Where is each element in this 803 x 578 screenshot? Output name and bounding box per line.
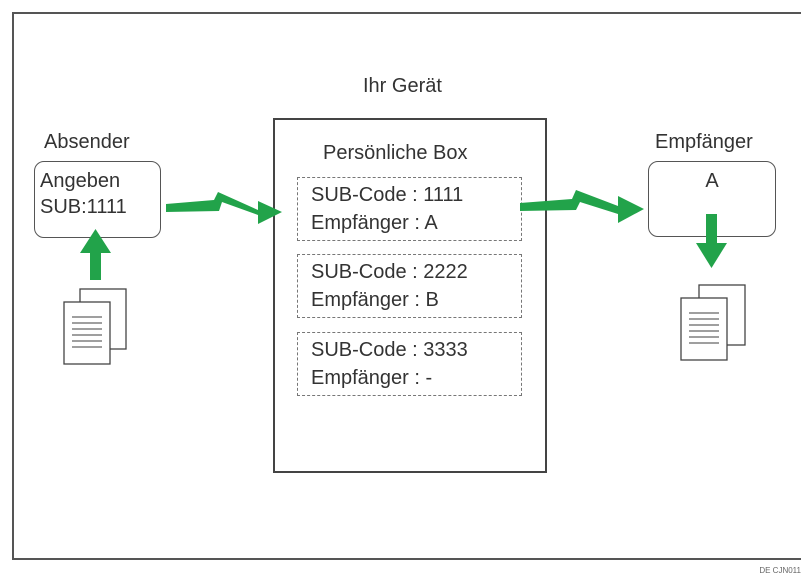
document-stack-icon [680, 284, 746, 361]
device-title: Ihr Gerät [363, 75, 442, 97]
entry-recipient: Empfänger : - [311, 367, 433, 389]
entry-recipient: Empfänger : B [311, 289, 439, 311]
receiver-title: Empfänger [655, 131, 753, 153]
diagram-frame [12, 12, 801, 560]
entry-code: SUB-Code : 2222 [311, 261, 468, 283]
personal-box-title: Persönliche Box [323, 142, 468, 164]
sender-line-2: SUB:1111 [40, 196, 127, 218]
document-stack-icon [63, 288, 127, 365]
box-entry: SUB-Code : 2222 Empfänger : B [297, 254, 522, 318]
box-entry: SUB-Code : 1111 Empfänger : A [297, 177, 522, 241]
receiver-name: A [705, 170, 719, 192]
sender-box: Angeben SUB:1111 [34, 161, 161, 238]
up-arrow-icon [80, 229, 111, 280]
zigzag-arrow-icon [520, 190, 644, 223]
down-arrow-icon [696, 214, 727, 268]
box-entry: SUB-Code : 3333 Empfänger : - [297, 332, 522, 396]
entry-code: SUB-Code : 3333 [311, 339, 468, 361]
sender-line-1: Angeben [40, 170, 121, 192]
image-code: DE CJN011 [759, 566, 801, 575]
sender-title: Absender [44, 131, 130, 153]
zigzag-arrow-icon [166, 192, 282, 224]
entry-code: SUB-Code : 1111 [311, 184, 464, 206]
entry-recipient: Empfänger : A [311, 212, 438, 234]
